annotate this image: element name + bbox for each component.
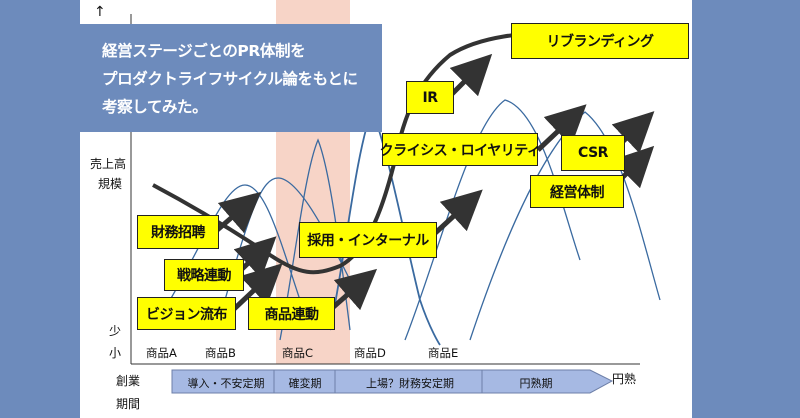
y-axis-arrow: ↑ [94,4,106,20]
box-vision: ビジョン流布 [137,297,236,330]
box-rebrand: リブランディング [511,23,689,59]
headline-box: 経営ステージごとのPR体制を プロダクトライフサイクル論をもとに 考察してみた。 [80,24,382,132]
phase-mature: 円熟期 [519,377,553,390]
box-senryaku: 戦略連動 [164,259,244,291]
phase-variable: 確変期 [288,377,322,390]
lifecycle-curve-a [169,184,301,301]
headline-line-3: 考察してみた。 [102,98,208,116]
box-ir: IR [406,81,454,114]
x-axis-start-2: 期間 [116,397,141,411]
box-keiei: 経営体制 [530,175,624,208]
box-csr: CSR [561,135,625,171]
arrow-zaimu [213,191,262,234]
headline-line-2: プロダクトライフサイクル論をもとに [102,70,358,88]
y-axis-label-2: 規模 [98,177,123,191]
product-label-e: 商品E [428,346,459,360]
box-zaimu: 財務招聘 [137,215,219,249]
box-crisis: クライシス・ロイヤリティ [380,133,541,166]
phase-intro: 導入・不安定期 [187,377,265,390]
product-label-a: 商品A [146,346,177,360]
phase-listed: 上場？財務安定期 [366,377,454,390]
arrow-shohin [328,268,378,312]
arrow-ir [449,53,493,97]
box-saiyo: 採用・インターナル [299,222,437,258]
product-label-b: 商品B [205,346,236,360]
arrow-crisis [536,104,587,152]
box-shohin: 商品連動 [248,297,335,330]
arrow-saiyo [430,189,483,238]
product-label-d: 商品D [354,346,386,360]
headline-line-1: 経営ステージごとのPR体制を [102,42,306,60]
x-axis-start-1: 創業 [116,374,141,388]
y-axis-low-1: 少 [109,324,122,338]
product-label-c: 商品C [282,346,314,360]
phase-arrow [171,369,614,394]
arrow-vision [231,263,283,312]
x-axis-end: 円熟 [612,372,637,386]
y-axis-label-1: 売上高 [90,157,127,171]
y-axis-low-2: 小 [109,346,122,360]
